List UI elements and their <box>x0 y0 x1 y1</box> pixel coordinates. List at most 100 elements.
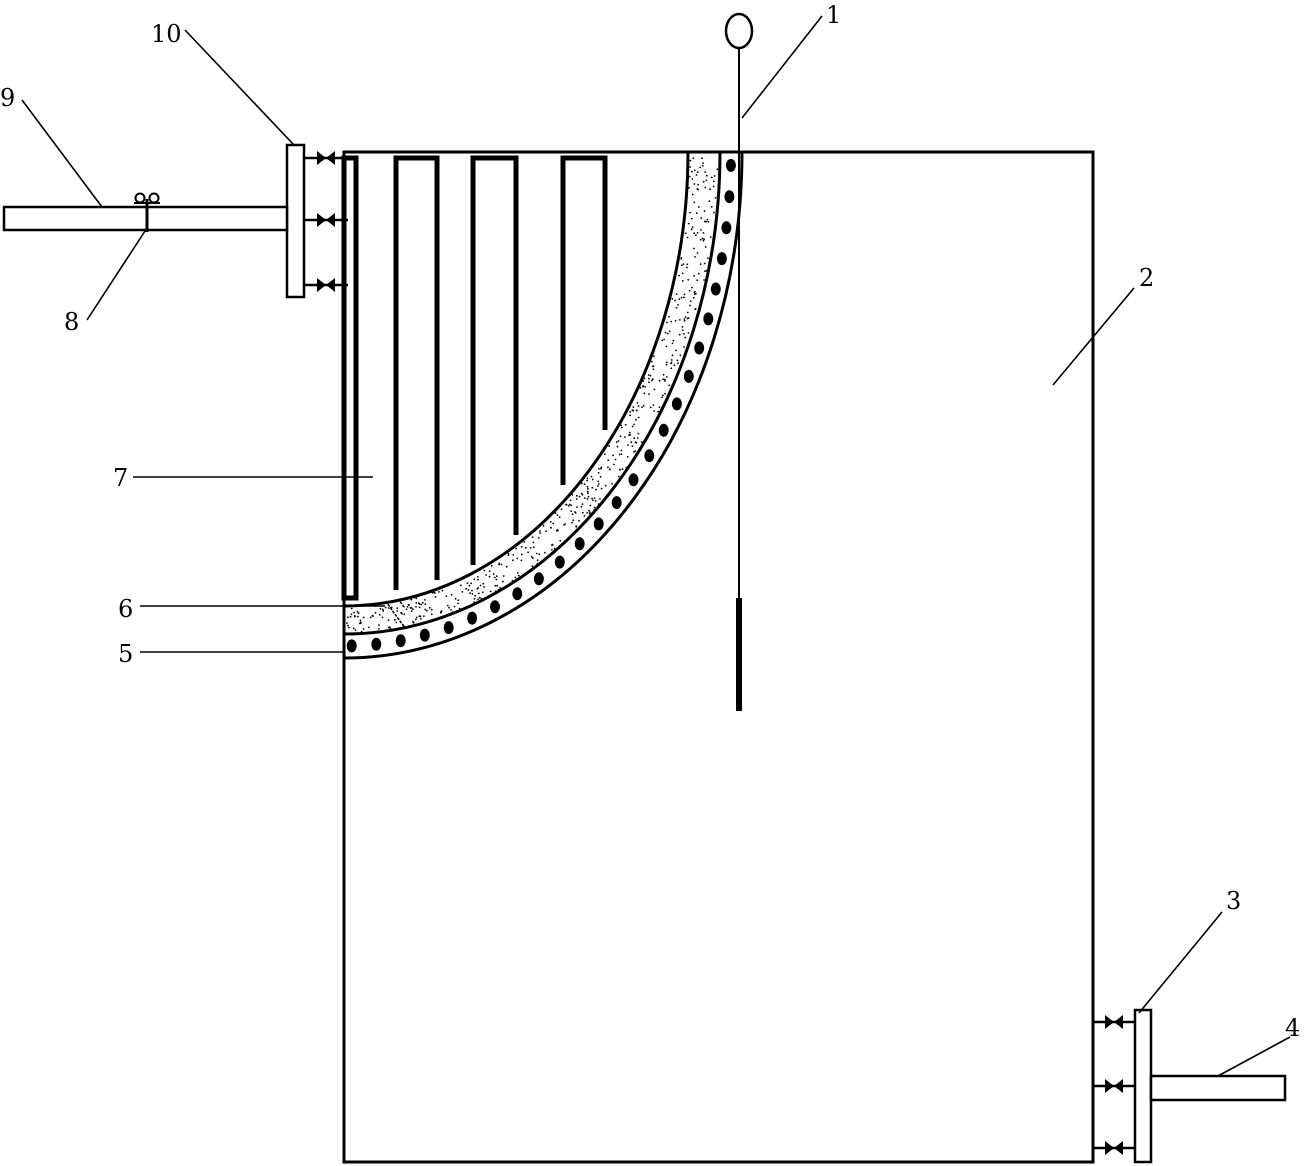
stipple-dot <box>647 374 650 376</box>
stipple-dot <box>696 252 699 254</box>
stipple-dot <box>451 611 454 614</box>
stipple-dot <box>595 488 597 491</box>
stipple-dot <box>498 589 501 591</box>
stipple-dot <box>446 604 449 607</box>
stipple-dot <box>629 414 631 417</box>
stipple-dot <box>505 565 508 568</box>
stipple-dot <box>410 607 413 609</box>
component-4-outlet-pipe <box>1149 1074 1287 1102</box>
stipple-dot <box>424 599 426 601</box>
label-1: 1 <box>826 1 841 29</box>
stipple-dot <box>668 315 670 318</box>
stipple-dot <box>661 339 664 342</box>
stipple-dot <box>356 615 359 618</box>
stipple-dot <box>430 608 433 611</box>
stipple-dot <box>394 618 396 621</box>
stipple-dot <box>537 537 540 539</box>
stipple-dot <box>686 263 689 266</box>
stipple-dot <box>514 576 517 579</box>
component-3-flange <box>1093 1008 1153 1164</box>
stipple-dot <box>693 169 696 172</box>
stipple-dot <box>586 485 589 488</box>
stipple-dot <box>615 441 618 443</box>
stipple-dot <box>643 377 646 380</box>
band-dot <box>724 190 735 204</box>
stipple-dot <box>702 232 705 234</box>
stipple-dot <box>708 200 711 203</box>
stipple-dot <box>704 270 706 273</box>
stipple-dot <box>704 246 707 248</box>
stipple-dot <box>668 330 671 333</box>
stipple-dot <box>593 506 596 509</box>
stipple-dot <box>641 406 643 409</box>
stipple-dot <box>479 584 482 587</box>
stipple-dot <box>619 435 622 438</box>
stipple-dot <box>571 513 574 515</box>
stipple-dot <box>430 613 433 616</box>
stipple-dot <box>680 258 683 260</box>
stipple-dot <box>627 444 629 446</box>
stipple-dot <box>648 381 650 383</box>
stipple-dot <box>683 293 686 296</box>
stipple-dot <box>405 608 408 611</box>
stipple-dot <box>703 238 705 241</box>
stipple-dot <box>591 478 594 481</box>
stipple-dot <box>415 601 418 604</box>
stipple-dot <box>694 256 696 258</box>
stipple-dot <box>587 487 589 490</box>
stipple-dot <box>651 378 654 381</box>
stipple-dot <box>593 497 596 499</box>
stipple-dot <box>683 319 686 322</box>
stipple-dot <box>531 565 534 568</box>
stipple-dot <box>458 607 461 610</box>
band-dot <box>533 572 544 586</box>
stipple-dot <box>520 559 523 562</box>
label-8: 8 <box>64 308 79 336</box>
stipple-dot <box>600 487 603 490</box>
stipple-dot <box>551 549 553 551</box>
stipple-dot <box>716 168 719 171</box>
stipple-dot <box>666 321 668 324</box>
stipple-dot <box>581 482 583 485</box>
stipple-dot <box>531 557 534 560</box>
stipple-dot <box>477 592 480 595</box>
stipple-dot <box>689 211 692 214</box>
stipple-dot <box>517 574 520 577</box>
stipple-dot <box>482 582 485 585</box>
stipple-dot <box>496 575 498 578</box>
component-1-rod <box>724 12 754 711</box>
stipple-dot <box>476 588 479 590</box>
stipple-dot <box>354 615 356 618</box>
stipple-dot <box>697 206 700 208</box>
stipple-dot <box>687 278 690 281</box>
stipple-dot <box>670 320 673 323</box>
stipple-dot <box>448 606 450 609</box>
stipple-dot <box>625 466 628 469</box>
stipple-dot <box>345 632 348 635</box>
stipple-dot <box>473 578 476 581</box>
stipple-dot <box>686 266 688 269</box>
stipple-dot <box>571 493 574 496</box>
stipple-dot <box>620 424 622 427</box>
stipple-dot <box>531 536 534 538</box>
stipple-dot <box>693 201 696 204</box>
band-dot <box>419 628 430 642</box>
stipple-dot <box>673 364 676 367</box>
stipple-dot <box>637 405 640 407</box>
stipple-dot <box>665 361 668 364</box>
stipple-dot <box>439 611 442 614</box>
stipple-dot <box>539 532 541 534</box>
stipple-dot <box>681 272 684 275</box>
stipple-dot <box>589 512 591 515</box>
band-dot <box>725 158 736 172</box>
stipple-dot <box>612 454 614 457</box>
stipple-dot <box>583 497 586 499</box>
stipple-dot <box>586 479 588 482</box>
stipple-dot <box>461 591 464 593</box>
stipple-dot <box>485 574 487 576</box>
stipple-dot <box>575 494 578 497</box>
stipple-dot <box>396 607 399 610</box>
stipple-dot <box>575 498 578 500</box>
stipple-dot <box>473 597 476 600</box>
